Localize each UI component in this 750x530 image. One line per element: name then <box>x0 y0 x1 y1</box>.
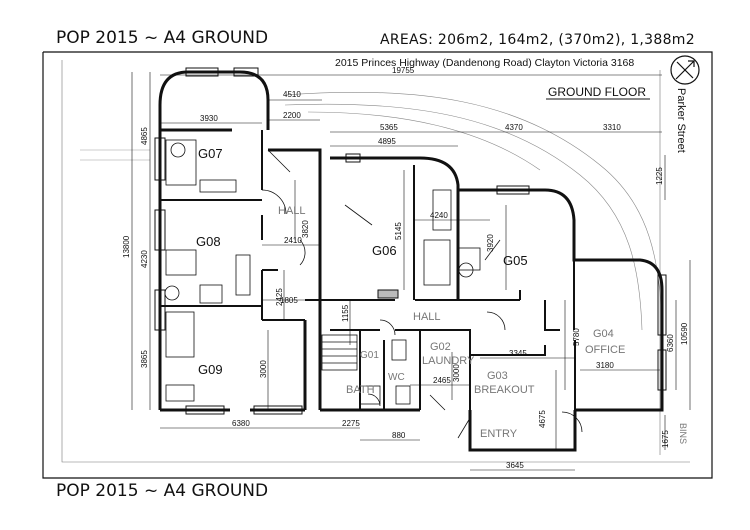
dim-4510: 4510 <box>283 90 301 99</box>
dim-19755: 19755 <box>392 66 415 75</box>
site-address: 2015 Princes Highway (Dandenong Road) Cl… <box>335 57 634 69</box>
room-bath: BATH <box>346 384 375 396</box>
areas-summary: AREAS: 206m2, 164m2, (370m2), 1,388m2 <box>380 32 695 48</box>
dim-1675: 1675 <box>661 430 670 448</box>
dimension-lines <box>131 72 691 471</box>
site-boundary <box>61 60 690 463</box>
room-g04: G04 <box>593 328 614 340</box>
room-hall-left: HALL <box>278 205 306 217</box>
dim-2425: 2425 <box>275 288 284 306</box>
windows <box>154 67 667 415</box>
dim-3820: 3820 <box>301 220 310 238</box>
dim-3645: 3645 <box>506 461 524 470</box>
sheet-title-bottom: POP 2015 ~ A4 GROUND <box>56 481 269 501</box>
dim-3310: 3310 <box>603 123 621 132</box>
floor-label: GROUND FLOOR <box>548 85 646 99</box>
room-office: OFFICE <box>585 344 625 356</box>
driveway-curve <box>284 91 663 331</box>
dim-880: 880 <box>392 431 406 440</box>
room-entry: ENTRY <box>480 428 518 440</box>
north-arrow-icon <box>670 55 700 85</box>
room-g07: G07 <box>198 146 223 161</box>
dim-4370: 4370 <box>505 123 523 132</box>
dim-3345: 3345 <box>509 349 527 358</box>
dim-4240: 4240 <box>430 211 448 220</box>
internal-walls <box>160 130 576 410</box>
dim-1805: 1805 <box>280 296 298 305</box>
dim-5365: 5365 <box>380 123 398 132</box>
room-breakout: BREAKOUT <box>474 384 535 396</box>
dim-3930: 3930 <box>200 114 218 123</box>
room-g01: G01 <box>360 350 379 361</box>
dim-3000-left: 3000 <box>259 360 268 378</box>
sheet-border <box>42 51 713 479</box>
door-swings <box>261 149 583 439</box>
room-hall-center: HALL <box>413 311 441 323</box>
dim-3180: 3180 <box>596 361 614 370</box>
street-label: Parker Street <box>675 88 687 153</box>
dim-4865: 4865 <box>140 127 149 145</box>
dim-4230: 4230 <box>140 250 149 268</box>
dim-6360: 6360 <box>666 334 675 352</box>
external-walls <box>158 70 664 452</box>
room-g09: G09 <box>198 362 223 377</box>
dim-3920: 3920 <box>486 234 495 252</box>
dim-4675: 4675 <box>538 410 547 428</box>
sheet-title-top: POP 2015 ~ A4 GROUND <box>56 28 269 48</box>
dim-2275: 2275 <box>342 419 360 428</box>
dim-3000-center: 3000 <box>452 364 461 382</box>
dim-2465: 2465 <box>433 376 451 385</box>
room-g05: G05 <box>503 253 528 268</box>
dim-4895: 4895 <box>378 137 396 146</box>
dim-6380: 6380 <box>232 419 250 428</box>
dim-3865: 3865 <box>140 350 149 368</box>
dim-10590: 10590 <box>680 322 689 345</box>
room-wc: WC <box>388 372 405 383</box>
dim-1155: 1155 <box>341 304 350 322</box>
dim-5780: 5780 <box>572 328 581 346</box>
room-g02: G02 <box>430 341 451 353</box>
room-laundry: LAUNDRY <box>422 355 475 367</box>
stairs <box>321 334 358 371</box>
dim-1225: 1225 <box>655 167 664 185</box>
room-g03: G03 <box>487 370 508 382</box>
room-g06: G06 <box>372 243 397 258</box>
dim-5145: 5145 <box>394 222 403 240</box>
dim-13800: 13800 <box>122 235 131 258</box>
room-g08: G08 <box>196 234 221 249</box>
room-bins: BINS <box>678 423 688 444</box>
dim-2200: 2200 <box>283 111 301 120</box>
dim-2410: 2410 <box>284 236 302 245</box>
fixtures <box>164 139 481 405</box>
